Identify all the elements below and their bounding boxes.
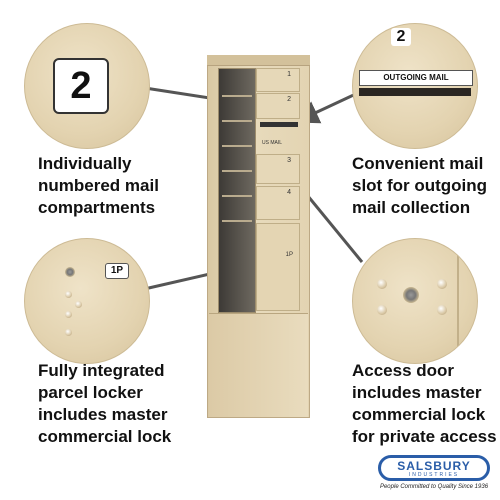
us-mail-label: US MAIL	[262, 140, 283, 146]
rivet-icon	[65, 291, 72, 298]
compartment-door-3: 3	[256, 154, 300, 184]
rivet-icon	[75, 301, 82, 308]
caption-numbered-compartments: Individually numbered mail compartments	[38, 154, 159, 217]
outgoing-mail-slot-label: OUTGOING MAIL	[359, 70, 473, 86]
rivet-icon	[377, 279, 387, 289]
rivet-icon	[377, 305, 387, 315]
shelf	[222, 145, 252, 147]
compartment-door-4: 4	[256, 186, 300, 220]
arrow-outgoing-slot	[294, 90, 361, 124]
outgoing-mail-slot	[260, 122, 298, 127]
compartment-number-tag: 2	[53, 58, 109, 114]
mailbox-pedestal	[209, 313, 308, 417]
compartment-number: 2	[287, 96, 291, 103]
outgoing-number-tag: 2	[391, 28, 411, 46]
door-seam	[457, 249, 459, 359]
compartment-door-2: 2	[256, 93, 300, 119]
parcel-locker-door: 1P	[256, 223, 300, 311]
caption-outgoing-mail: Convenient mail slot for outgoing mail c…	[352, 154, 488, 217]
compartment-number: 3	[287, 157, 291, 164]
rivet-icon	[437, 279, 447, 289]
shelf	[222, 95, 252, 97]
caption-access-door: Access door includes master commercial l…	[352, 361, 497, 446]
rivet-icon	[437, 305, 447, 315]
callout-circle-outgoing-mail: 2 OUTGOING MAIL	[352, 23, 478, 149]
shelf	[222, 120, 252, 122]
parcel-locker-label: 1P	[285, 252, 293, 258]
parcel-lock-icon	[65, 267, 75, 277]
outgoing-mail-slot-opening	[359, 88, 471, 96]
callout-circle-numbered-compartments: 2	[24, 23, 150, 149]
compartment-number: 4	[287, 189, 291, 196]
shelf	[222, 170, 252, 172]
brand-tagline: People Committed to Quality Since 1936	[379, 484, 489, 490]
compartment-door-1: 1	[256, 68, 300, 92]
compartment-number: 1	[287, 71, 291, 78]
logo-subtitle: INDUSTRIES	[408, 472, 460, 478]
shelf	[222, 220, 252, 222]
shelf	[222, 195, 252, 197]
logo-name: SALSBURY	[397, 459, 471, 473]
rivet-icon	[65, 329, 72, 336]
mailbox-top-cap	[207, 55, 310, 66]
callout-circle-access-door	[352, 238, 478, 364]
caption-parcel-locker: Fully integrated parcel locker includes …	[38, 361, 172, 446]
access-door-lock-icon	[403, 287, 419, 303]
parcel-label-tag: 1P	[105, 263, 129, 279]
open-access-door	[218, 68, 256, 313]
callout-circle-parcel-locker: 1P	[24, 238, 150, 364]
salsbury-logo: SALSBURY INDUSTRIES	[378, 455, 490, 481]
rivet-icon	[65, 311, 72, 318]
